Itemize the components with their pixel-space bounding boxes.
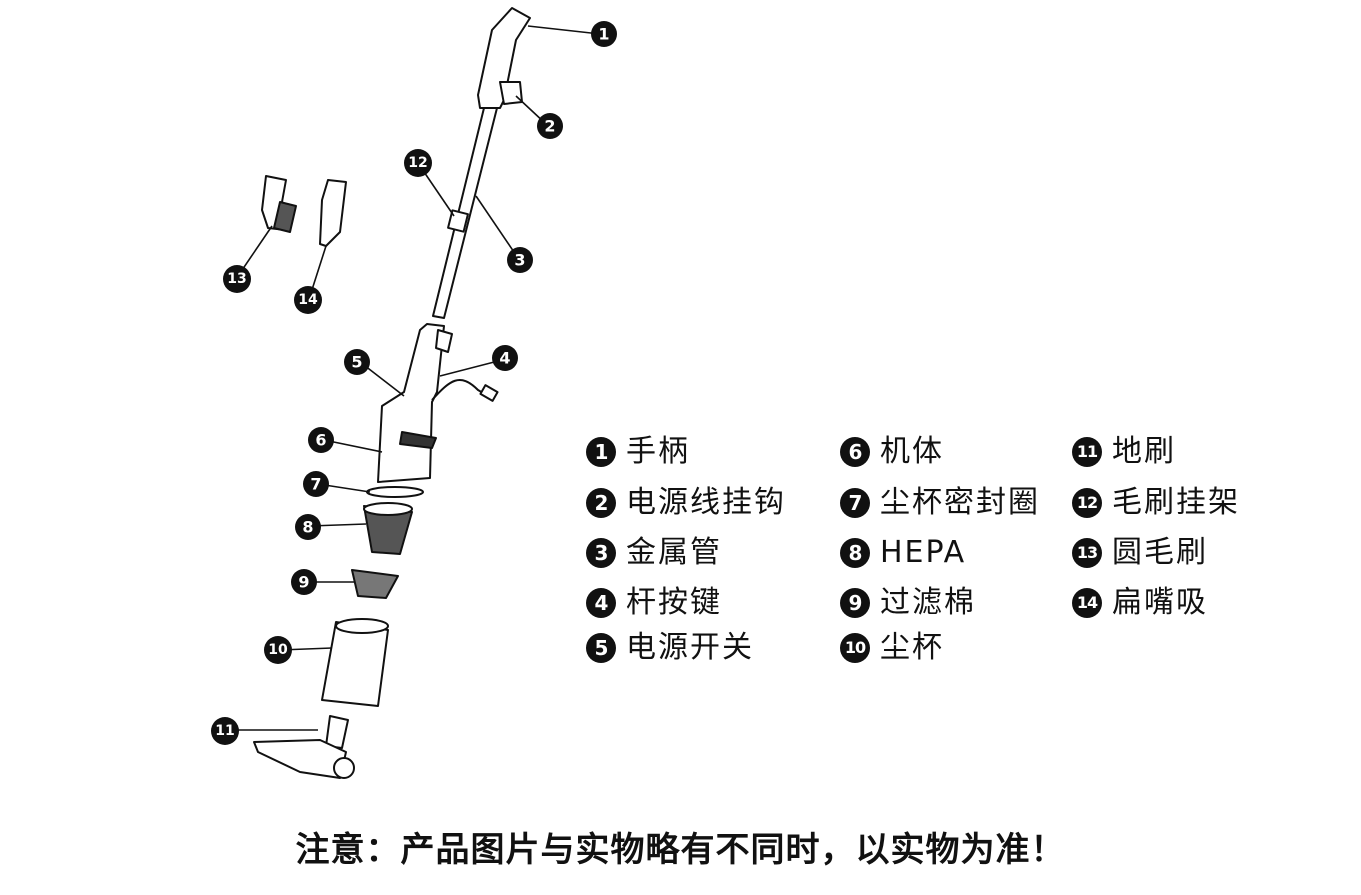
legend-item-3: 3 金属管 (586, 528, 722, 578)
legend-item-11: 11 地刷 (1072, 427, 1176, 477)
legend-label: 杆按键 (626, 585, 722, 620)
legend-item-6: 6 机体 (840, 427, 944, 477)
legend-badge: 5 (586, 633, 616, 663)
legend-label: 机体 (880, 434, 944, 469)
handle-part (477, 7, 531, 109)
callout-6: 6 (315, 431, 326, 450)
dust-cup-part (321, 621, 389, 707)
legend-item-7: 7 尘杯密封圈 (840, 478, 1040, 528)
callout-7: 7 (310, 475, 321, 494)
callout-12: 12 (408, 155, 427, 171)
legend-item-14: 14 扁嘴吸 (1072, 578, 1208, 628)
callout-2: 2 (544, 117, 555, 136)
legend-badge: 7 (840, 488, 870, 518)
legend-label: 尘杯密封圈 (880, 485, 1040, 520)
legend-badge: 10 (840, 633, 870, 663)
crevice-tool-part (319, 179, 347, 247)
legend-label: 电源开关 (626, 630, 754, 665)
disclaimer-note: 注意：产品图片与实物略有不同时，以实物为准！ (295, 830, 1066, 870)
legend-label: 尘杯 (880, 630, 944, 665)
legend-item-5: 5 电源开关 (586, 623, 754, 673)
callout-3: 3 (514, 251, 525, 270)
filter-cotton-part (351, 569, 399, 599)
legend-label: 电源线挂钩 (626, 485, 786, 520)
callout-4: 4 (499, 349, 510, 368)
legend-label: 过滤棉 (880, 585, 976, 620)
legend-item-8: 8 HEPA (840, 528, 966, 578)
legend-badge: 8 (840, 538, 870, 568)
callout-8: 8 (302, 518, 313, 537)
motor-body-part (377, 323, 445, 483)
legend-label: 扁嘴吸 (1112, 585, 1208, 620)
legend-badge: 1 (586, 437, 616, 467)
legend-badge: 9 (840, 588, 870, 618)
legend-badge: 11 (1072, 437, 1102, 467)
legend-badge: 13 (1072, 538, 1102, 568)
legend-item-1: 1 手柄 (586, 427, 690, 477)
legend-item-12: 12 毛刷挂架 (1072, 478, 1240, 528)
floor-brush-part (325, 715, 349, 749)
legend-label: 圆毛刷 (1112, 535, 1208, 570)
legend-item-13: 13 圆毛刷 (1072, 528, 1208, 578)
legend-badge: 2 (586, 488, 616, 518)
legend-label: 毛刷挂架 (1112, 485, 1240, 520)
callout-9: 9 (298, 573, 309, 592)
legend-badge: 3 (586, 538, 616, 568)
legend-label: 金属管 (626, 535, 722, 570)
legend-item-4: 4 杆按键 (586, 578, 722, 628)
callout-5: 5 (351, 353, 362, 372)
legend-badge: 6 (840, 437, 870, 467)
legend-badge: 14 (1072, 588, 1102, 618)
legend-badge: 4 (586, 588, 616, 618)
seal-ring-part (366, 486, 424, 498)
legend-label: HEPA (880, 535, 967, 570)
legend-item-10: 10 尘杯 (840, 623, 944, 673)
legend-label: 手柄 (626, 434, 690, 469)
legend-item-9: 9 过滤棉 (840, 578, 976, 628)
legend-badge: 12 (1072, 488, 1102, 518)
callout-10: 10 (268, 642, 288, 658)
callout-1: 1 (598, 25, 609, 44)
callout-11: 11 (215, 723, 234, 739)
callout-13: 13 (227, 271, 246, 287)
callout-14: 14 (298, 292, 318, 308)
legend-item-2: 2 电源线挂钩 (586, 478, 786, 528)
legend-label: 地刷 (1112, 434, 1176, 469)
